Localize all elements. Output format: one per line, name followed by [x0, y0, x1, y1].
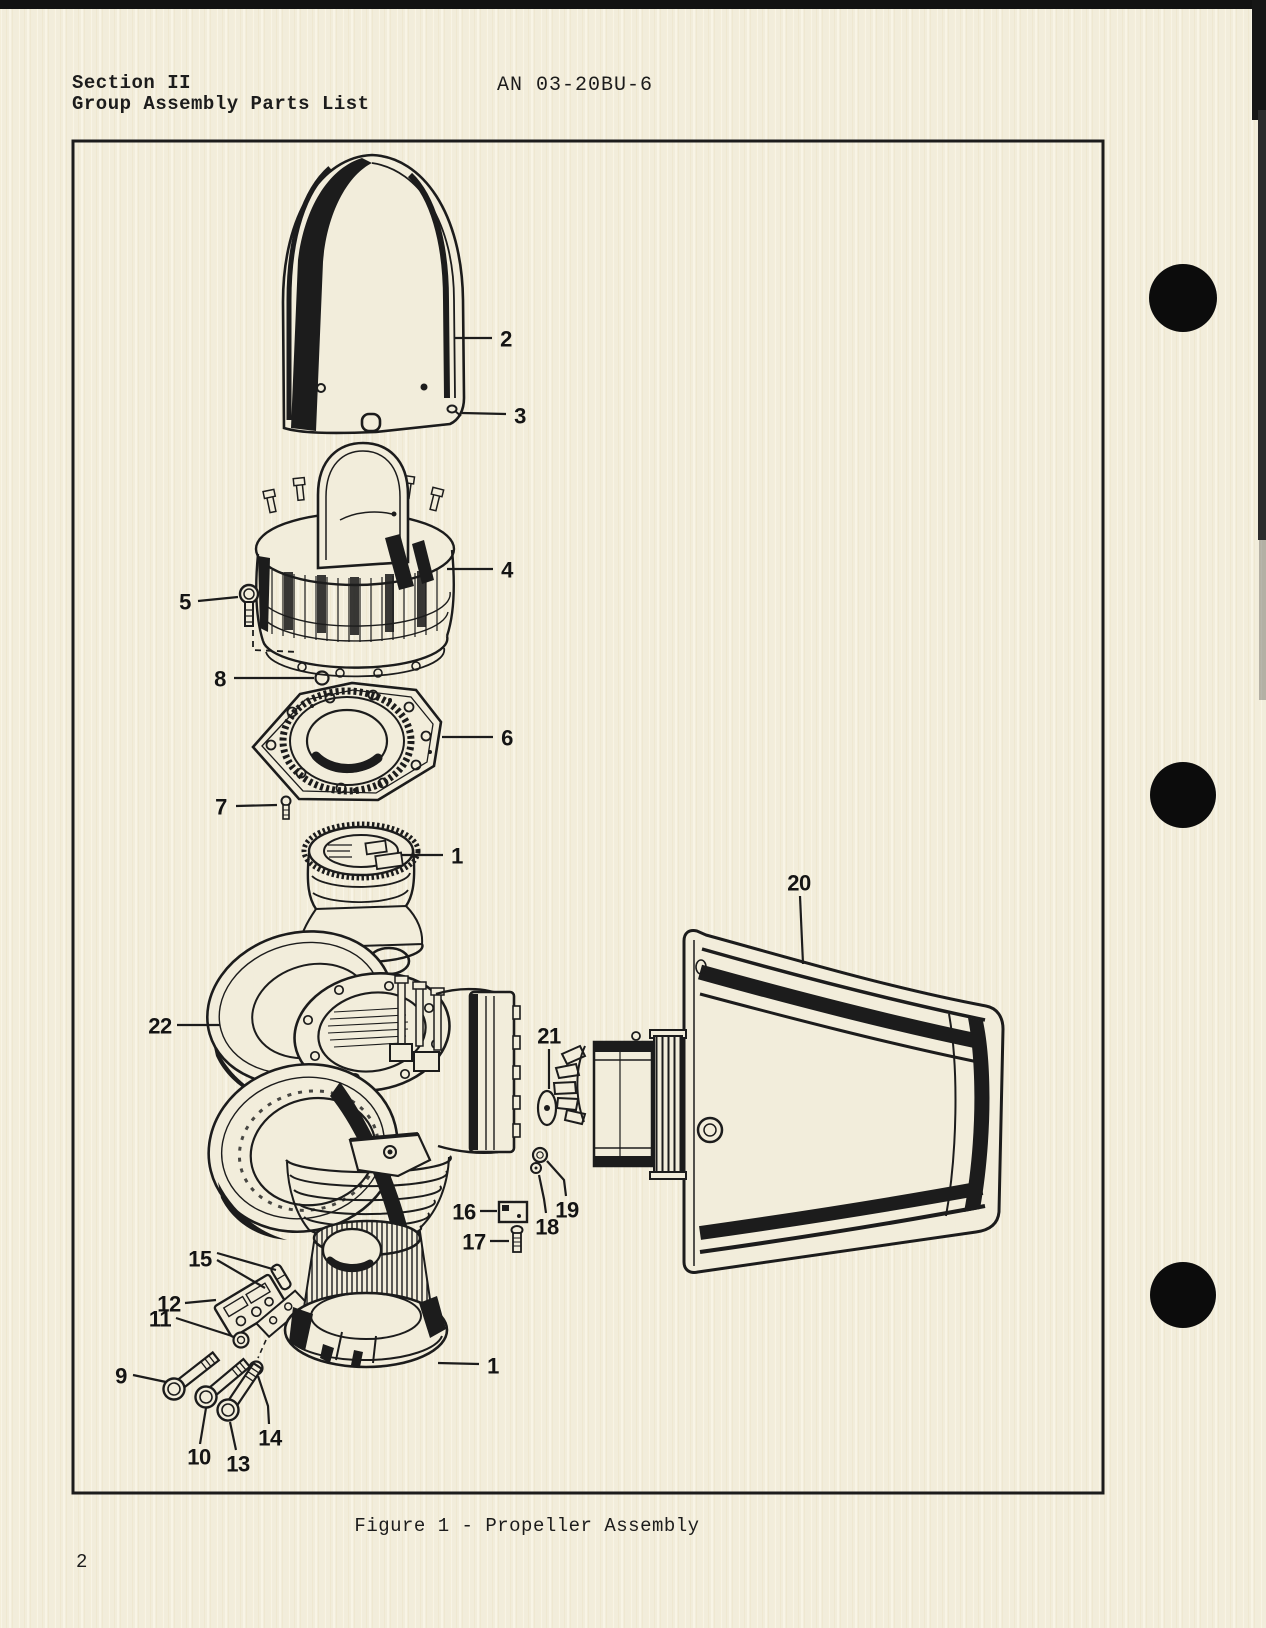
binder-punch-marks	[1149, 264, 1217, 1328]
blade-bearing-stack	[552, 1029, 687, 1180]
lock-screw	[510, 1225, 524, 1253]
callout-label-14: 14	[258, 1426, 283, 1451]
callout-leader-20	[798, 895, 805, 965]
callout-leader-15	[216, 1251, 277, 1272]
callout-leader-7	[235, 803, 278, 808]
callout-label-16: 16	[452, 1200, 476, 1225]
callout-leader-10	[198, 1407, 208, 1445]
callout-label-7: 7	[215, 795, 227, 820]
callout-label-18: 18	[535, 1215, 559, 1240]
callout-leader-18	[537, 1174, 548, 1214]
callout-leader-5	[197, 595, 239, 603]
counterweight-lever	[385, 534, 414, 590]
callout-label-15: 15	[188, 1247, 212, 1272]
counterweight-lever	[412, 540, 434, 584]
callout-label-4: 4	[501, 558, 514, 583]
spinner-attaching-screw	[446, 404, 462, 417]
callout-label-21: 21	[537, 1024, 561, 1049]
callout-label-3: 3	[514, 404, 526, 429]
blade-grommet	[696, 1116, 724, 1144]
hub-bolt	[238, 583, 299, 653]
callout-leader-11	[175, 1316, 233, 1338]
spinner-access-hole	[360, 412, 382, 433]
exploded-view	[162, 153, 1005, 1422]
callout-label-5: 5	[179, 590, 191, 615]
blade-washer	[536, 1089, 558, 1127]
callout-leader-12	[184, 1298, 217, 1305]
callout-label-2: 2	[500, 327, 512, 352]
callout-label-17: 17	[462, 1230, 486, 1255]
bevel-gear-segment	[552, 1044, 587, 1126]
hub-studs	[394, 975, 445, 1051]
section-header-line2: Group Assembly Parts List	[72, 93, 370, 115]
seal-ring	[314, 670, 330, 686]
callout-label-13: 13	[226, 1452, 250, 1477]
callout-label-6: 6	[501, 726, 513, 751]
scan-edge-artifacts	[0, 0, 1266, 700]
figure-border	[71, 139, 1105, 1495]
lock-plate	[497, 1200, 529, 1224]
barrel-spider-assembly	[206, 930, 521, 1256]
hub-mounting-bolt	[216, 1361, 264, 1422]
callout-label-1: 1	[487, 1354, 499, 1379]
callout-label-11: 11	[149, 1307, 172, 1332]
callout-leader-3	[461, 411, 507, 416]
callout-label-12: 12	[157, 1292, 181, 1317]
callout-leader-13	[228, 1421, 238, 1451]
rear-cone	[283, 1219, 449, 1369]
callout-label-1: 1	[451, 844, 463, 869]
callout-leader-15	[216, 1259, 266, 1289]
propeller-blade	[682, 929, 1005, 1274]
adapter-plate	[251, 681, 443, 802]
page-number: 2	[76, 1551, 88, 1573]
callout-leader-9	[132, 1373, 167, 1384]
callout-leader-14	[256, 1375, 271, 1425]
plate-screw	[280, 795, 292, 820]
document-number: AN 03-20BU-6	[497, 74, 654, 97]
spinner-cone-part	[281, 153, 466, 435]
callout-label-22: 22	[148, 1014, 172, 1039]
punch-mark	[1149, 264, 1217, 332]
hub-mounting-bolt	[162, 1350, 221, 1401]
section-header-line1: Section II	[72, 72, 192, 94]
lower-drum	[285, 1132, 452, 1240]
punch-mark	[1150, 1262, 1216, 1328]
hub-mounting-bolt	[194, 1357, 252, 1409]
piston-dome	[316, 441, 410, 570]
bracket-assembly	[213, 1273, 310, 1339]
callout-leader-1	[437, 1361, 480, 1366]
punch-mark	[1150, 762, 1216, 828]
callout-label-19: 19	[555, 1198, 579, 1223]
callout-label-20: 20	[787, 871, 811, 896]
bracket-washer	[232, 1331, 250, 1349]
bracket-hardware-cluster	[162, 1263, 310, 1422]
figure-caption: Figure 1 - Propeller Assembly	[354, 1515, 700, 1537]
blade-nut-small	[530, 1162, 542, 1174]
callout-leader-19	[546, 1160, 568, 1197]
callout-label-8: 8	[214, 667, 226, 692]
dome-hub-assembly	[254, 441, 456, 678]
chafing-pin	[270, 1263, 292, 1291]
blade-nut	[531, 1146, 549, 1164]
callout-label-9: 9	[115, 1364, 127, 1389]
callout-label-10: 10	[187, 1445, 211, 1470]
